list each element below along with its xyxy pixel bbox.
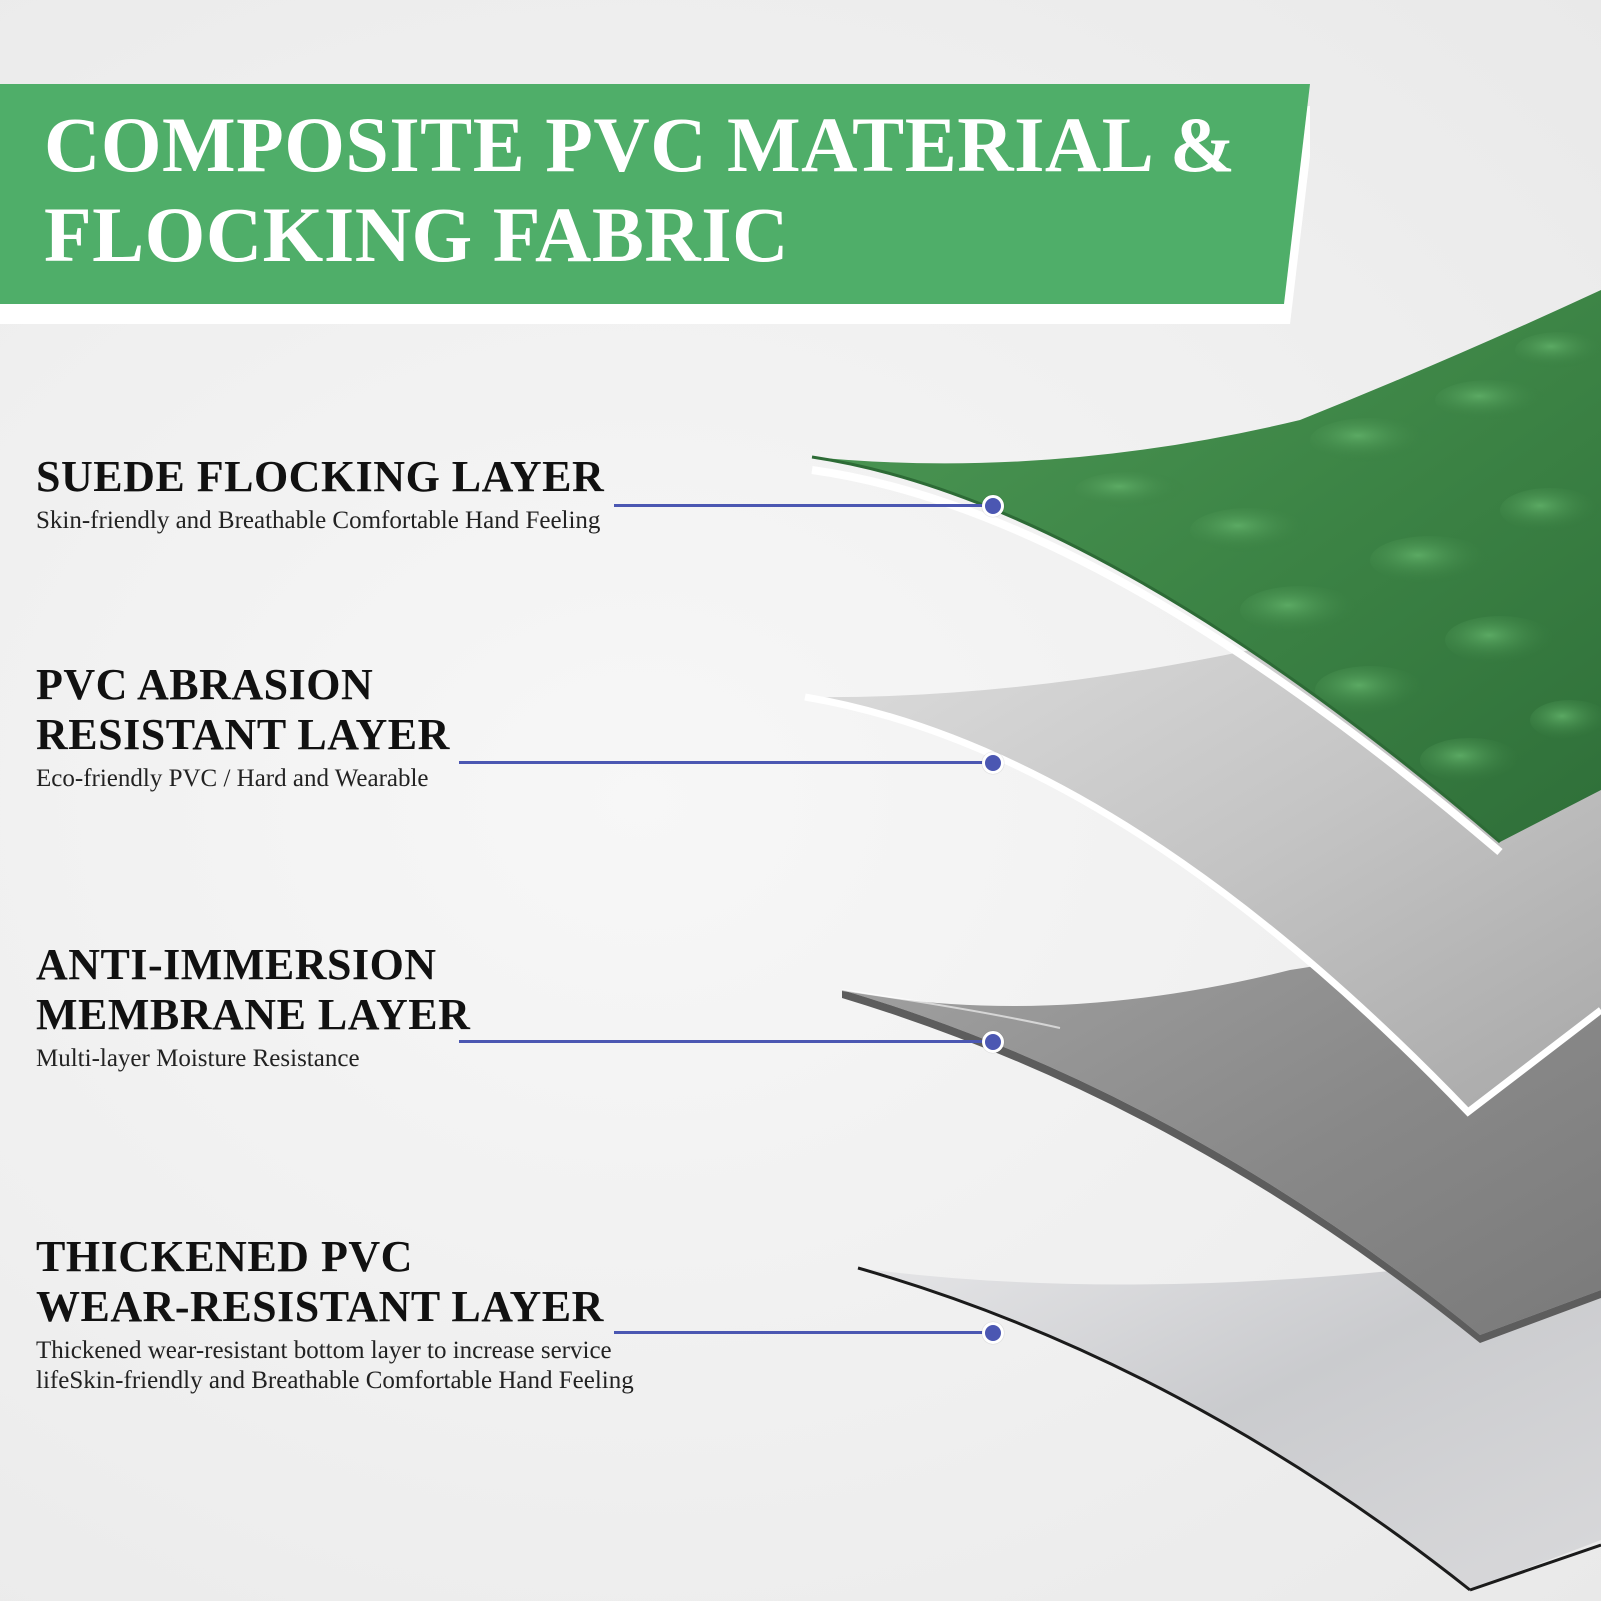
title-banner: [0, 84, 1310, 324]
callout-dot: [982, 752, 1004, 774]
callout-line: [459, 1040, 994, 1043]
layer-description: Thickened wear-resistant bottom layer to…: [36, 1337, 634, 1394]
callout-line: [459, 761, 994, 764]
callout-dot: [982, 1322, 1004, 1344]
layer-title: ANTI-IMMERSION MEMBRANE LAYER: [36, 940, 471, 1039]
banner-background: [0, 84, 1310, 324]
page-title: COMPOSITE PVC MATERIAL & FLOCKING FABRIC: [44, 101, 1236, 278]
layer-title: SUEDE FLOCKING LAYER: [36, 452, 605, 501]
layer-label-anti-immersion: ANTI-IMMERSION MEMBRANE LAYER Multi-laye…: [36, 940, 470, 1074]
flocking-layer-shape: [811, 290, 1601, 856]
callout-dot: [982, 1031, 1004, 1053]
layer-label-thickened-pvc: THICKENED PVC WEAR-RESISTANT LAYER Thick…: [36, 1232, 634, 1396]
layer-title: THICKENED PVC WEAR-RESISTANT LAYER: [36, 1232, 604, 1331]
callout-dot: [982, 495, 1004, 517]
callout-line: [614, 504, 994, 507]
layer-title: PVC ABRASION RESISTANT LAYER: [36, 660, 450, 759]
callout-line: [614, 1331, 994, 1334]
abrasion-layer-shape: [804, 650, 1601, 1117]
layer-label-pvc-abrasion: PVC ABRASION RESISTANT LAYER Eco-friendl…: [36, 660, 450, 794]
layer-description: Multi-layer Moisture Resistance: [36, 1045, 360, 1072]
wear-resistant-layer-shape: [857, 1230, 1601, 1592]
layer-description: Eco-friendly PVC / Hard and Wearable: [36, 765, 429, 792]
layer-description: Skin-friendly and Breathable Comfortable…: [36, 507, 601, 534]
layer-label-suede-flocking: SUEDE FLOCKING LAYER Skin-friendly and B…: [36, 452, 604, 536]
